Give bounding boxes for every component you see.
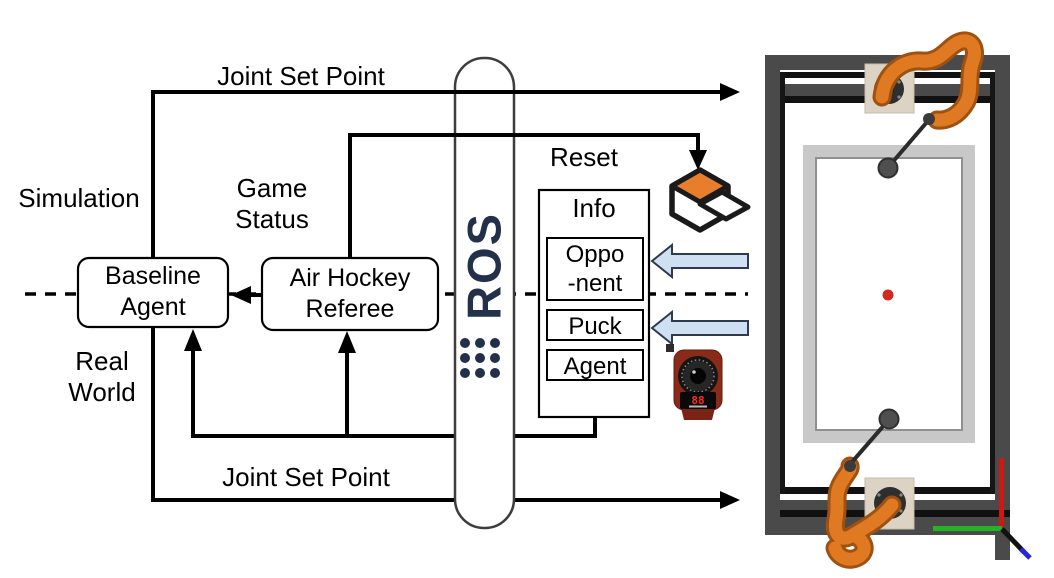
puck: [882, 289, 894, 301]
info-opponent-box: [546, 237, 644, 301]
air-hockey-referee-label: Air Hockey Referee: [290, 263, 411, 325]
bottom-mallet: [878, 408, 900, 430]
real-world-line1: Real: [75, 346, 129, 376]
joint-set-point-top-label: Joint Set Point: [217, 61, 385, 91]
game-status-line2: Status: [235, 204, 309, 234]
real-world-label: Real World: [68, 346, 135, 408]
game-status-line1: Game: [236, 173, 308, 203]
ros-pill: [453, 56, 516, 530]
arrowhead-joint-set-point-top: [720, 83, 740, 101]
arrowhead-reset-to-simulator: [689, 150, 707, 170]
info-puck-label: Puck: [568, 313, 622, 340]
info-puck-box: [546, 309, 644, 341]
joint-set-point-bottom-label: Joint Set Point: [222, 462, 390, 492]
simulation-label: Simulation: [18, 183, 140, 213]
baseline-agent-line1: Baseline: [105, 262, 201, 290]
axis-indicator: [933, 458, 1032, 560]
top-mallet: [877, 157, 899, 179]
info-box: [537, 188, 651, 419]
air-hockey-referee-line1: Air Hockey: [289, 264, 411, 292]
arrowhead-into-baseline-agent: [184, 329, 202, 351]
opponent-input-arrow: [650, 242, 749, 280]
ros-logo-label: ROS: [457, 212, 511, 320]
info-agent-box: [546, 349, 644, 381]
baseline-agent-label: Baseline Agent: [105, 261, 201, 323]
real-world-line2: World: [68, 377, 136, 407]
camera-display-text: 88: [691, 394, 704, 407]
arrowhead-joint-set-point-bottom: [720, 491, 740, 509]
reset-label: Reset: [550, 142, 618, 172]
bottom-robot-arm: [825, 456, 902, 569]
info-opponent-label: Oppo -nent: [566, 240, 625, 298]
info-opponent-line1: Oppo: [565, 241, 625, 268]
arrowhead-into-referee: [338, 331, 356, 353]
optitrack-camera-icon: 88: [666, 344, 723, 420]
info-agent-label: Agent: [563, 353, 627, 380]
air-hockey-referee-line2: Referee: [305, 295, 395, 323]
arrowhead-referee-to-baseline: [231, 286, 251, 304]
air-hockey-table-render: [765, 31, 1032, 569]
puck-input-arrow: [650, 309, 749, 347]
info-opponent-line2: -nent: [567, 270, 623, 297]
feedback-lines: [151, 325, 724, 502]
mujoco-cube-icon: [669, 167, 751, 233]
info-title: Info: [572, 193, 616, 223]
game-status-label: Game Status: [235, 173, 309, 235]
top-robot-arm: [872, 31, 984, 130]
ros-logo-dots: [460, 338, 500, 378]
baseline-agent-line2: Agent: [120, 293, 186, 321]
